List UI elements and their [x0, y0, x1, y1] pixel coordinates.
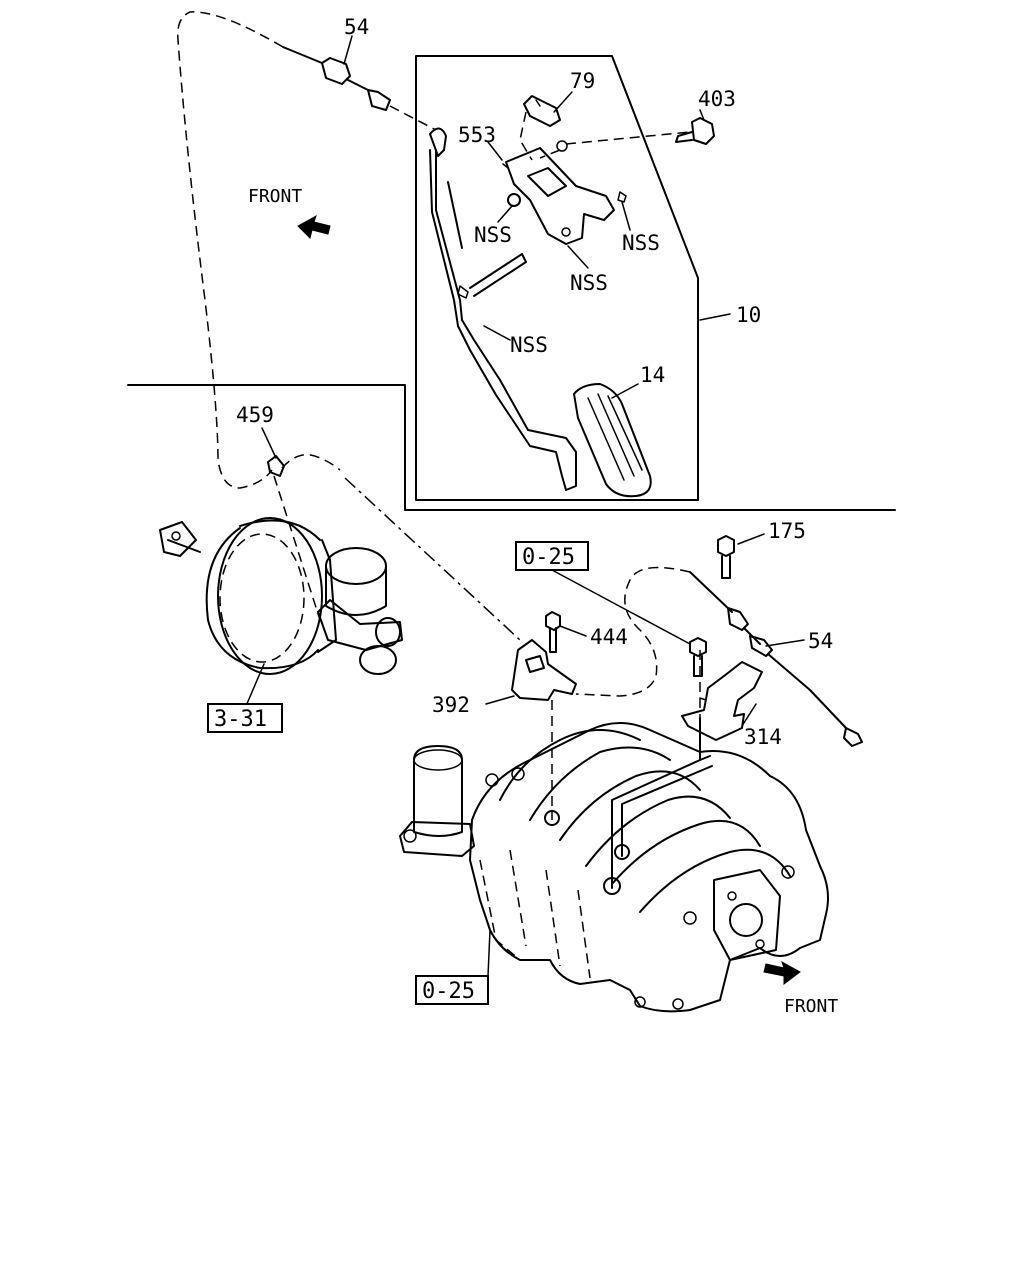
part-459-clip: [267, 455, 321, 621]
part-444-bolt: [545, 611, 561, 653]
reference-box-3-31: 3-31: [207, 703, 283, 733]
front-arrow-lower-icon: [763, 960, 801, 985]
callout-459: 459: [236, 403, 274, 427]
master-cylinder: [317, 547, 403, 675]
callout-403: 403: [698, 87, 736, 111]
accelerator-cable-upper: [177, 11, 521, 641]
callout-175: 175: [768, 519, 806, 543]
accelerator-pedal-arm: [429, 127, 577, 491]
accelerator-cable-lower: [575, 566, 863, 747]
part-314-bracket: [681, 650, 763, 741]
reference-3-31: 3-31: [214, 707, 267, 732]
callout-nss-4: NSS: [510, 333, 548, 357]
part-14-pedal-pad: [573, 383, 652, 498]
callout-nss-1: NSS: [474, 223, 512, 247]
callout-314: 314: [744, 725, 782, 749]
front-label-upper: FRONT: [248, 186, 302, 207]
reference-0-25-bottom: 0-25: [422, 979, 475, 1004]
callout-nss-3: NSS: [570, 271, 608, 295]
reference-box-0-25-bottom: 0-25: [415, 975, 489, 1005]
nss-fasteners: [502, 163, 627, 207]
pedal-assembly-frame: [415, 55, 699, 501]
part-175-bolt: [717, 535, 735, 579]
part-79-switch: [523, 95, 561, 127]
callout-444: 444: [590, 625, 628, 649]
section-divider-lines: [127, 384, 896, 511]
bolt-0-25-ref: [689, 637, 707, 677]
pedal-bracket: [505, 111, 691, 245]
callout-54-right: 54: [808, 629, 833, 653]
front-arrow-upper-icon: [297, 214, 331, 239]
part-392-bracket: [511, 639, 577, 820]
callout-nss-2: NSS: [622, 231, 660, 255]
front-label-lower: FRONT: [784, 996, 838, 1017]
part-403-bolt: [675, 117, 715, 145]
callout-54-top: 54: [344, 15, 369, 39]
callout-392: 392: [432, 693, 470, 717]
callout-labels: 54 79 403 553 FRONT NSS NSS NSS 10 NSS 1…: [236, 15, 838, 1017]
brake-booster: [159, 517, 337, 675]
callout-14: 14: [640, 363, 665, 387]
leader-lines: [245, 35, 805, 977]
callout-10: 10: [736, 303, 761, 327]
callout-79: 79: [570, 69, 595, 93]
reference-0-25-top: 0-25: [522, 545, 575, 570]
callout-553: 553: [458, 123, 496, 147]
intake-manifold: [399, 717, 829, 1013]
reference-box-0-25-top: 0-25: [515, 541, 589, 571]
